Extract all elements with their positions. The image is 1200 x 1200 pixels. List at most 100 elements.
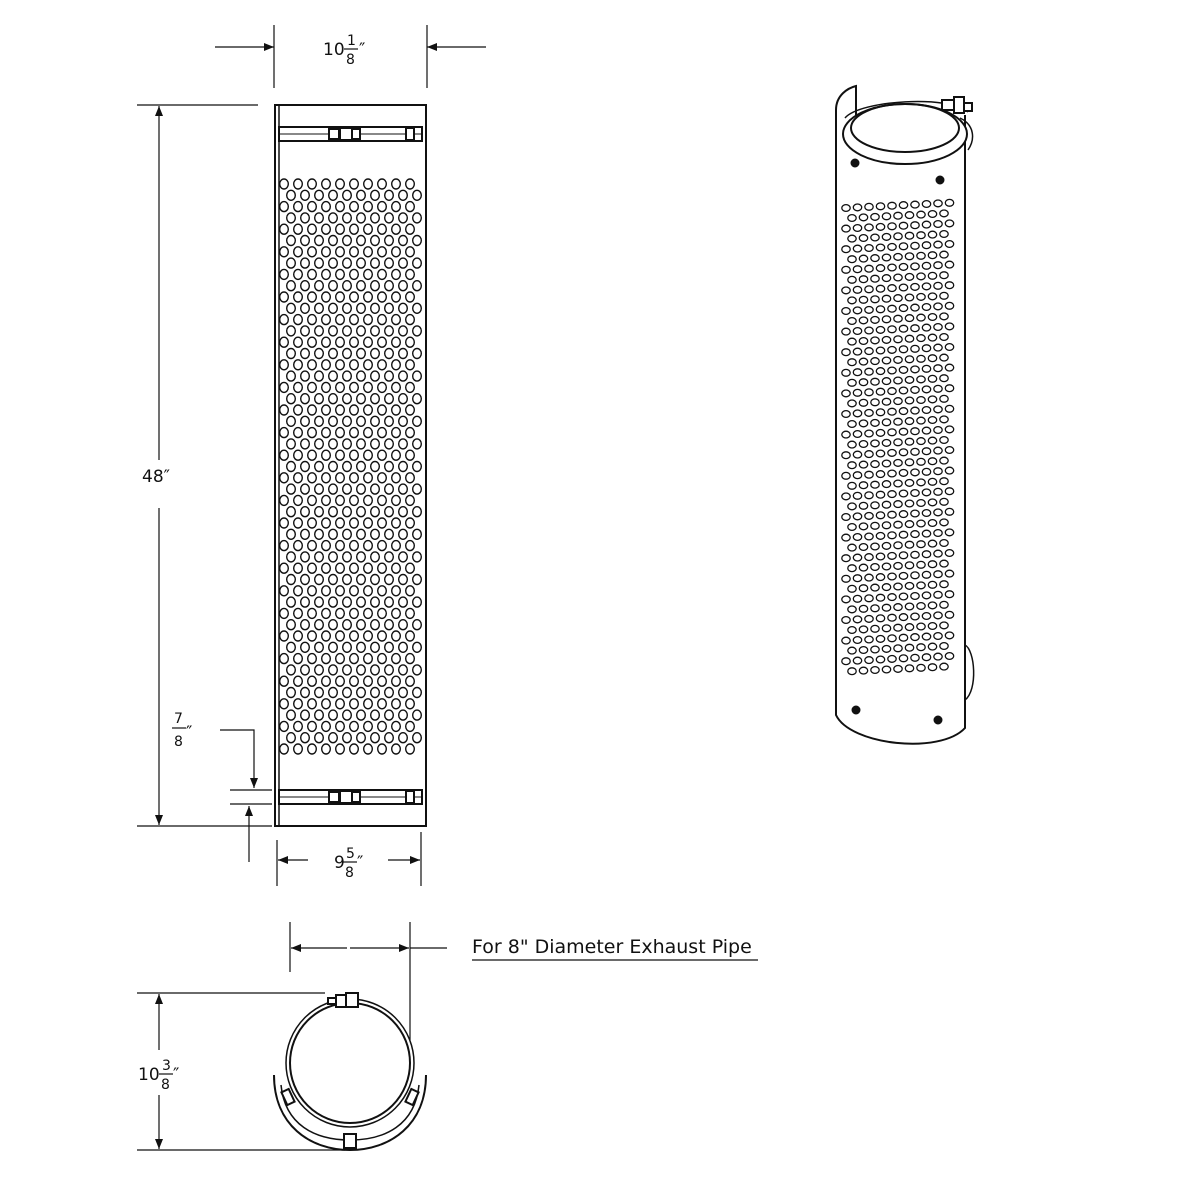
- perforation-hole: [377, 268, 388, 281]
- perforation-hole: [384, 483, 395, 495]
- perforation-hole: [398, 438, 409, 450]
- perforation-hole: [391, 223, 402, 235]
- perforation-hole: [377, 200, 388, 213]
- perforation-hole: [398, 596, 409, 608]
- iso-perforation-hole: [898, 283, 909, 292]
- perforation-hole: [286, 189, 297, 202]
- perforation-hole: [279, 359, 290, 371]
- perforation-hole: [363, 313, 374, 326]
- perforation-hole: [342, 551, 353, 563]
- perforation-hole: [328, 641, 339, 653]
- perforation-hole: [398, 325, 409, 337]
- perforation-hole: [405, 562, 416, 574]
- iso-perforation-hole: [841, 286, 851, 295]
- iso-perforation-hole: [944, 487, 955, 496]
- perforation-hole: [307, 472, 318, 484]
- perforation-hole: [321, 743, 332, 755]
- iso-perforation-hole: [893, 603, 903, 612]
- perforation-hole: [279, 404, 290, 416]
- perforation-hole: [349, 381, 360, 394]
- perforation-hole: [349, 517, 360, 529]
- perforation-hole: [279, 178, 290, 190]
- perforation-hole: [321, 359, 332, 371]
- iso-perforation-hole: [875, 305, 886, 314]
- perforation-hole: [335, 630, 346, 642]
- iso-perforation-hole: [875, 490, 886, 499]
- iso-perforation-hole: [864, 408, 874, 417]
- iso-perforation-hole: [870, 645, 880, 654]
- perforation-hole: [363, 539, 374, 552]
- exhaust-pipe-circle: [289, 1002, 411, 1124]
- iso-perforation-hole: [875, 552, 886, 561]
- perforation-hole: [384, 641, 395, 653]
- iso-perforation-hole: [841, 554, 851, 563]
- iso-perforation-hole: [898, 613, 909, 622]
- iso-perforation-hole: [864, 553, 874, 562]
- perforation-hole: [342, 686, 353, 699]
- perforation-hole: [412, 641, 423, 653]
- iso-perforation-hole: [847, 255, 857, 264]
- perforation-hole: [363, 381, 374, 394]
- iso-perforation-hole: [887, 428, 897, 437]
- perforation-hole: [342, 506, 353, 518]
- perforation-hole: [363, 517, 374, 529]
- iso-perforation-hole: [841, 451, 851, 460]
- iso-perforation-hole: [847, 316, 857, 326]
- iso-perforation-hole: [847, 543, 857, 552]
- iso-perforation-hole: [852, 491, 863, 500]
- iso-perforation-hole: [910, 385, 920, 394]
- iso-perforation-hole: [927, 271, 938, 280]
- perforation-hole: [398, 732, 409, 744]
- perforation-hole: [370, 234, 381, 247]
- perforation-hole: [363, 268, 374, 281]
- iso-perforation-hole: [870, 377, 880, 386]
- iso-perforation-hole: [944, 528, 955, 537]
- iso-perforation-hole: [870, 583, 880, 592]
- perforation-hole: [279, 585, 290, 597]
- perforation-hole: [405, 336, 416, 348]
- perforation-hole: [412, 596, 423, 608]
- iso-perforation-hole: [870, 665, 880, 675]
- perforation-hole: [405, 675, 416, 687]
- perforation-hole: [335, 426, 346, 439]
- iso-perforation-hole: [852, 512, 863, 521]
- perforation-hole: [314, 573, 325, 586]
- iso-perforation-hole: [944, 219, 955, 228]
- perforation-hole: [321, 426, 332, 439]
- iso-perforation-hole: [939, 229, 949, 239]
- iso-perforation-hole: [858, 233, 869, 243]
- perforation-hole: [377, 562, 388, 574]
- iso-perforation-hole: [881, 562, 892, 571]
- iso-perforation-hole: [927, 560, 938, 569]
- perforation-hole: [356, 325, 367, 337]
- iso-perforation-hole: [933, 611, 943, 620]
- perforation-hole: [293, 200, 304, 213]
- iso-perforation-hole: [841, 245, 851, 254]
- perforation-hole: [335, 178, 346, 190]
- svg-text:8: 8: [174, 734, 183, 750]
- perforation-hole: [293, 291, 304, 303]
- perforation-hole: [335, 652, 346, 665]
- iso-perforation-hole: [927, 601, 938, 610]
- perforation-hole: [314, 641, 325, 653]
- perforation-hole: [286, 596, 297, 608]
- perforation-hole: [363, 743, 374, 755]
- perforation-hole: [335, 291, 346, 303]
- perforation-hole: [328, 302, 339, 314]
- iso-perforation-hole: [875, 346, 886, 355]
- perforation-hole: [307, 652, 318, 665]
- perforation-hole: [307, 178, 318, 190]
- perforation-hole: [349, 178, 360, 190]
- perforation-hole: [412, 686, 423, 699]
- perforation-hole: [349, 743, 360, 755]
- perforation-hole: [293, 720, 304, 733]
- iso-perforation-hole: [852, 429, 863, 439]
- iso-perforation-hole: [927, 292, 938, 301]
- perforation-hole: [307, 698, 318, 710]
- perforation-hole: [363, 200, 374, 213]
- perforation-hole: [377, 359, 388, 371]
- iso-perforation-hole: [910, 571, 920, 580]
- perforation-hole: [384, 528, 395, 540]
- svg-text:8: 8: [161, 1077, 170, 1093]
- perforation-hole: [377, 291, 388, 303]
